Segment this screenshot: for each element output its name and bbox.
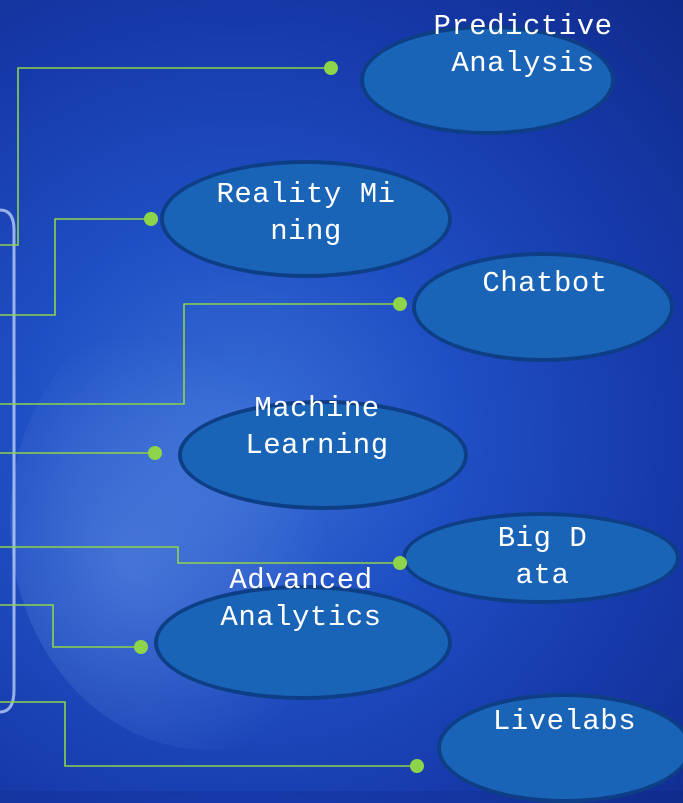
connector-dot-advanced-analytics [134,640,148,654]
node-big-data [402,512,680,604]
node-chatbot [412,252,674,362]
node-label-big-data: Big Data [497,522,588,592]
node-reality-mining [160,160,452,278]
node-label-reality-mining: Reality Mining [216,178,396,248]
node-label-advanced-analytics: Advanced Analytics [220,564,382,634]
connector-reality-mining [0,218,150,316]
connector-advanced-analytics [0,604,140,648]
node-label-livelabs: Livelabs [492,705,637,738]
node-machine-learning [178,400,468,510]
connector-chatbot [0,303,399,405]
connector-dot-livelabs [410,759,424,773]
connector-big-data [0,546,399,564]
node-label-chatbot: Chatbot [482,267,608,300]
connector-dot-big-data [393,556,407,570]
node-label-machine-learning: Machine Learning [245,392,389,462]
connector-dot-reality-mining [144,212,158,226]
connector-dot-predictive-analysis [324,61,338,75]
connector-dot-machine-learning [148,446,162,460]
connector-livelabs [0,701,416,767]
node-predictive-analysis [360,25,615,135]
node-label-predictive-analysis: Predictive Analysis [433,10,613,80]
node-advanced-analytics [154,585,452,700]
connector-dot-chatbot [393,297,407,311]
